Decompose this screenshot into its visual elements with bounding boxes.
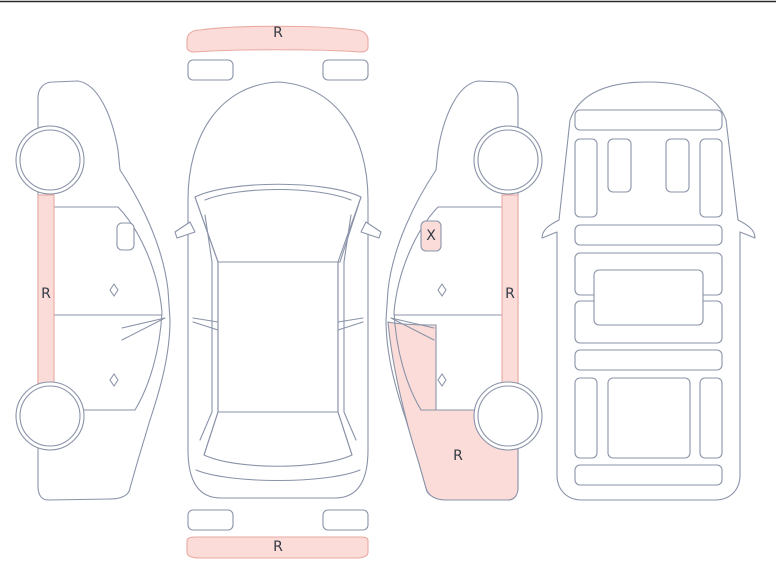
right-rear-wheel-rim [477,385,539,447]
left-side-glass [199,214,213,441]
underbody-right-inner-pocket [665,138,690,193]
rear-window [203,411,353,467]
front-bumper[interactable] [186,25,369,53]
left-door-split [192,317,219,331]
underbody-center-tunnel [593,269,704,326]
front-right-headlight[interactable] [322,59,369,81]
right-side-view: R X R [385,80,543,501]
left-side-pillar [121,317,166,341]
right-side-glass [343,214,357,441]
right-front-door-handle [437,283,447,297]
right-rear-door-handle [437,373,447,387]
left-mirror[interactable] [116,222,135,251]
top-right-mirror[interactable] [360,221,382,239]
left-rear-wheel[interactable] [15,381,85,451]
roof [217,261,339,413]
right-a-pillar [337,196,362,456]
underbody-left-rear-rail [574,377,598,459]
underbody-rear-panel [574,464,723,486]
left-side-body-outline [37,80,171,501]
windshield [194,183,362,263]
left-rear-door-handle [109,373,119,387]
underbody-right-rear-rail [699,377,723,459]
left-rear-wheel-rim [19,385,81,447]
rear-deck [195,469,361,482]
left-a-pillar [194,196,219,456]
rear-right-taillight[interactable] [322,509,369,531]
underbody-firewall-crossmember [574,224,723,246]
right-mirror[interactable] [420,220,442,252]
underbody-front-crossmember [574,109,723,131]
right-door-split [337,317,364,331]
underbody-rear-crossmember [574,349,723,371]
left-front-wheel[interactable] [15,125,85,195]
right-side-pillar [390,317,435,341]
rear-bumper-mark: R [273,539,283,555]
underbody-view [541,81,756,501]
underbody-right-front-rail [699,138,723,218]
front-left-headlight[interactable] [187,59,234,81]
top-body-outline [187,81,369,499]
underbody-trunk-floor [607,377,691,459]
underbody-left-front-rail [574,138,598,218]
right-mirror-mark: X [426,228,436,244]
right-front-fender[interactable] [387,321,519,501]
rear-bumper[interactable] [186,536,369,559]
left-front-door-handle [109,283,119,297]
right-rocker-panel-mark: R [505,286,515,302]
underbody-left-inner-pocket [607,138,632,193]
right-front-fender-mark: R [453,448,463,464]
underbody-outline [541,81,756,501]
left-side-view: R [15,80,171,501]
left-front-wheel-rim [19,129,81,191]
right-rear-wheel[interactable] [473,381,543,451]
front-bumper-mark: R [273,25,283,41]
left-side-greenhouse [52,206,163,411]
top-left-mirror[interactable] [174,221,196,239]
top-view: R R [174,25,382,559]
right-front-wheel-rim [477,129,539,191]
left-rocker-panel-mark: R [41,286,51,302]
rear-left-taillight[interactable] [187,509,234,531]
windshield-inner [204,189,352,201]
right-front-wheel[interactable] [473,125,543,195]
